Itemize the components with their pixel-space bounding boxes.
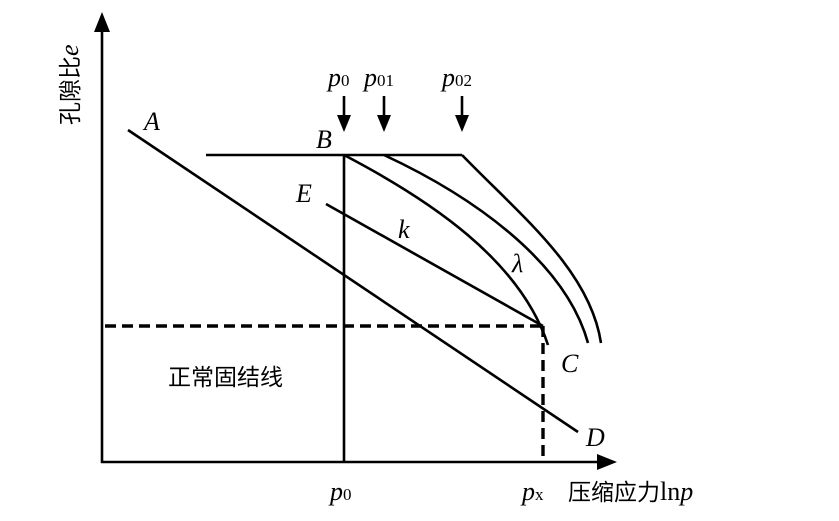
label-A: A [142,107,160,136]
label-D: D [585,423,605,452]
arrow-p02-icon [455,96,469,132]
line-E-k [325,202,544,328]
ncl-label: 正常固结线 [168,365,283,391]
label-lambda: λ [511,249,523,278]
label-k: k [398,215,410,244]
arrow-p0-icon [337,96,351,132]
label-p01: p01 [362,63,394,92]
x-axis-arrow-icon [597,454,617,470]
line-AD [127,128,579,434]
label-p02: p02 [440,63,472,92]
label-C: C [561,349,579,378]
curve-p01 [383,153,590,344]
curve-p02 [461,154,603,344]
label-E: E [295,179,312,208]
label-p0-top: p0 [326,63,350,92]
y-axis-label: 孔隙比e [55,44,84,125]
label-px: px [520,477,544,506]
arrow-p01-icon [377,96,391,132]
y-axis-arrow-icon [94,12,110,32]
curve-B-C [343,153,550,346]
label-p0-axis: p0 [328,477,352,506]
label-B: B [316,125,332,154]
x-axis-label: 压缩应力lnp [568,477,693,506]
